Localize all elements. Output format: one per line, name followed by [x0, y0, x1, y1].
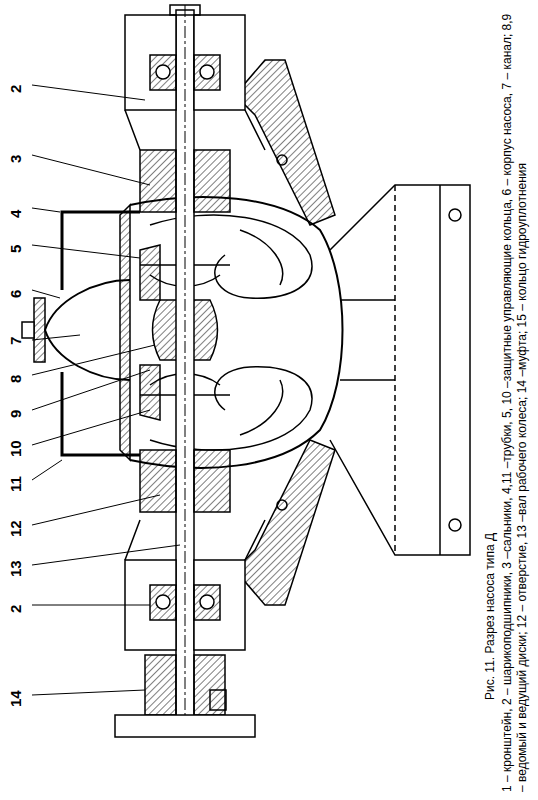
callout-number: 3	[8, 155, 25, 163]
axis-line	[185, 5, 186, 730]
callout-number: 2	[8, 605, 25, 613]
callout-number: 12	[8, 520, 25, 537]
callout-number: 9	[8, 410, 25, 418]
callout-number: 7	[8, 337, 25, 345]
parts-list: 1 – кронштейн, 2 – шарикоподшипники, 3 –…	[500, 8, 530, 792]
callout-number: 10	[8, 440, 25, 457]
pipe	[62, 212, 140, 455]
leader-line	[32, 85, 180, 695]
callout-number: 2	[8, 85, 25, 93]
callout-number: 13	[8, 560, 25, 577]
figure-caption: Рис. 11. Разрез насоса типа Д	[484, 533, 497, 700]
callout-number: 8	[8, 375, 25, 383]
bracket	[235, 60, 335, 605]
callout-number: 14	[8, 690, 25, 707]
bearing-housing	[125, 5, 265, 650]
gland	[140, 150, 230, 512]
callout-number: 11	[8, 476, 25, 492]
coupling	[115, 655, 255, 737]
callout-number: 5	[8, 245, 25, 253]
pump-foot	[330, 185, 470, 555]
callout-number: 6	[8, 290, 25, 298]
callout-number: 4	[8, 210, 25, 218]
